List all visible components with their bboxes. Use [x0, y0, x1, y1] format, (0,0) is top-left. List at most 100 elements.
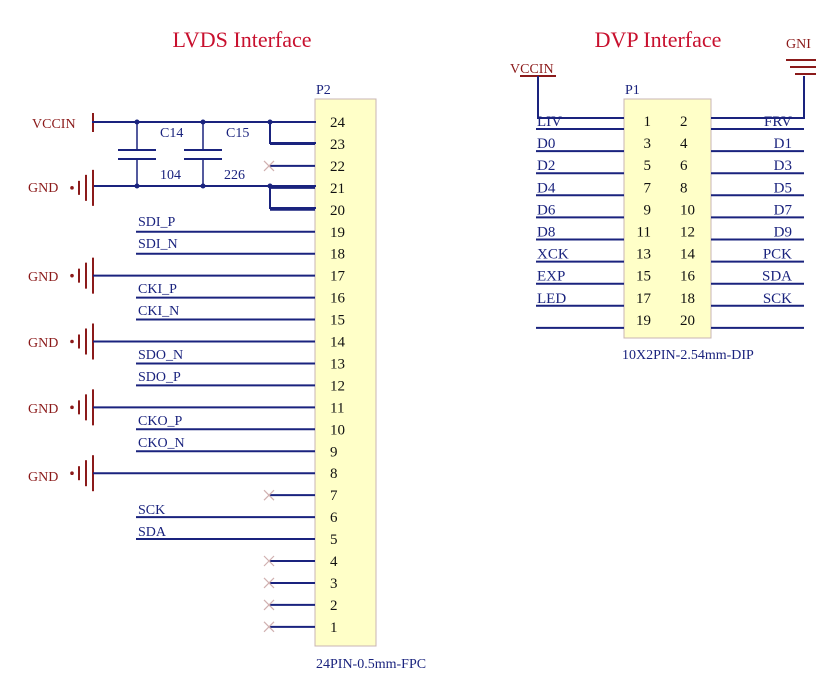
junction-dot: [200, 183, 206, 189]
lvds-pin-number: 14: [330, 335, 346, 351]
lvds-pin-number: 22: [330, 159, 345, 175]
lvds-pin-number: 21: [330, 181, 345, 197]
lvds-ground-symbols: [70, 169, 94, 492]
dvp-left-pin-number: 3: [644, 136, 652, 152]
lvds-pin-number: 12: [330, 378, 345, 394]
lvds-pin-number: 9: [330, 444, 338, 460]
net-label-sdo-p: SDO_P: [138, 370, 181, 385]
dvp-right-net-label: FRV: [764, 114, 792, 130]
lvds-connector-body: [314, 98, 377, 647]
dvp-left-pin-number: 13: [636, 247, 651, 263]
lvds-gnd-label-1: GND: [28, 181, 58, 196]
dvp-left-net-label: D0: [537, 136, 555, 152]
net-label-cko-p: CKO_P: [138, 414, 183, 429]
dvp-connector-p1: P1 10X2PIN-2.54mm-DIP VCCIN GNI: [510, 37, 816, 363]
gnd-dot: [70, 273, 74, 278]
dvp-right-net-label: D3: [774, 158, 792, 174]
c15-value: 226: [224, 168, 245, 183]
net-label-sdi-n: SDI_N: [138, 237, 178, 252]
dvp-right-pin-number: 8: [680, 180, 688, 196]
dvp-connector-ref: P1: [625, 83, 640, 98]
pin23-tie: [269, 121, 316, 144]
no-connect-mark: [263, 621, 275, 633]
dvp-left-pin-number: 19: [636, 313, 651, 329]
dvp-gnd-label: GNI: [786, 37, 811, 52]
net-label-sdo-n: SDO_N: [138, 348, 183, 363]
lvds-pin-number: 3: [330, 576, 338, 592]
dvp-connector-footprint: 10X2PIN-2.54mm-DIP: [622, 348, 754, 363]
net-label-sda: SDA: [138, 525, 167, 540]
gnd-dot: [70, 405, 74, 410]
dvp-left-pin-number: 7: [644, 180, 652, 196]
dvp-left-net-label: LIV: [537, 114, 562, 130]
net-label-cki-n: CKI_N: [138, 304, 179, 319]
lvds-pin-number: 6: [330, 510, 338, 526]
lvds-connector-p2: P2 24PIN-0.5mm-FPC: [314, 83, 426, 672]
lvds-pin-number: 2: [330, 598, 338, 614]
lvds-pin-number: 20: [330, 203, 345, 219]
lvds-pin-number: 13: [330, 356, 345, 372]
dvp-right-pin-number: 16: [680, 269, 696, 285]
junction-dot: [134, 183, 140, 189]
lvds-pin-number: 18: [330, 247, 345, 263]
dvp-right-pin-number: 10: [680, 202, 695, 218]
dvp-right-net-label: PCK: [763, 247, 792, 263]
dvp-right-pin-number: 20: [680, 313, 695, 329]
lvds-net-labels: SDI_P SDI_N CKI_P CKI_N SDO_N SDO_P CKO_…: [138, 215, 185, 540]
dvp-left-net-label: D8: [537, 225, 555, 241]
net-label-cko-n: CKO_N: [138, 436, 185, 451]
dvp-right-net-label: D9: [774, 225, 792, 241]
dvp-right-pin-number: 18: [680, 291, 695, 307]
dvp-left-pin-number: 9: [644, 202, 652, 218]
lvds-pin-number: 23: [330, 137, 345, 153]
junction-dot: [267, 183, 273, 189]
c14-ref: C14: [160, 126, 183, 141]
dvp-left-pin-number: 11: [637, 225, 651, 241]
junction-dot: [134, 119, 140, 125]
lvds-pin-number: 10: [330, 422, 345, 438]
dvp-right-pin-number: 14: [680, 247, 696, 263]
lvds-pin-number: 5: [330, 532, 338, 548]
no-connect-mark: [263, 160, 275, 172]
lvds-pin-number: 8: [330, 466, 338, 482]
lvds-pin-number: 1: [330, 620, 338, 636]
dvp-right-net-label: D5: [774, 180, 792, 196]
c15-ref: C15: [226, 126, 249, 141]
dvp-right-pin-number: 2: [680, 114, 688, 130]
lvds-connector-footprint: 24PIN-0.5mm-FPC: [316, 657, 426, 672]
lvds-vccin-label: VCCIN: [32, 117, 76, 132]
net-label-sdi-p: SDI_P: [138, 215, 176, 230]
dvp-left-net-label: D2: [537, 158, 555, 174]
no-connect-mark: [263, 489, 275, 501]
net-label-sck: SCK: [138, 503, 165, 518]
dvp-vccin-wire: [537, 76, 624, 119]
lvds-pin-number: 15: [330, 313, 345, 329]
dvp-left-net-label: D6: [537, 202, 556, 218]
junction-dot: [267, 119, 273, 125]
lvds-signal-wires: [93, 230, 270, 541]
junction-dot: [200, 119, 206, 125]
dvp-connector-body: [623, 98, 712, 339]
dvp-left-net-label: D4: [537, 180, 556, 196]
lvds-title: LVDS Interface: [172, 27, 311, 52]
dvp-vccin-label: VCCIN: [510, 62, 554, 77]
dvp-right-net-label: D7: [774, 202, 793, 218]
dvp-right-pin-number: 6: [680, 158, 688, 174]
gnd-dot: [70, 471, 74, 476]
pin20-tie: [269, 185, 316, 209]
dvp-right-net-label: D1: [774, 136, 792, 152]
gnd-dot: [70, 339, 74, 344]
lvds-pin-number: 4: [330, 554, 338, 570]
no-connect-mark: [263, 599, 275, 611]
dvp-left-pin-number: 5: [644, 158, 652, 174]
dvp-gnd-wire: [711, 76, 805, 119]
dvp-left-pin-number: 17: [636, 291, 652, 307]
dvp-left-net-label: XCK: [537, 247, 569, 263]
lvds-connector-ref: P2: [316, 83, 331, 98]
dvp-right-net-label: SDA: [762, 269, 792, 285]
dvp-right-pin-number: 4: [680, 136, 688, 152]
lvds-gnd-label-4: GND: [28, 402, 58, 417]
